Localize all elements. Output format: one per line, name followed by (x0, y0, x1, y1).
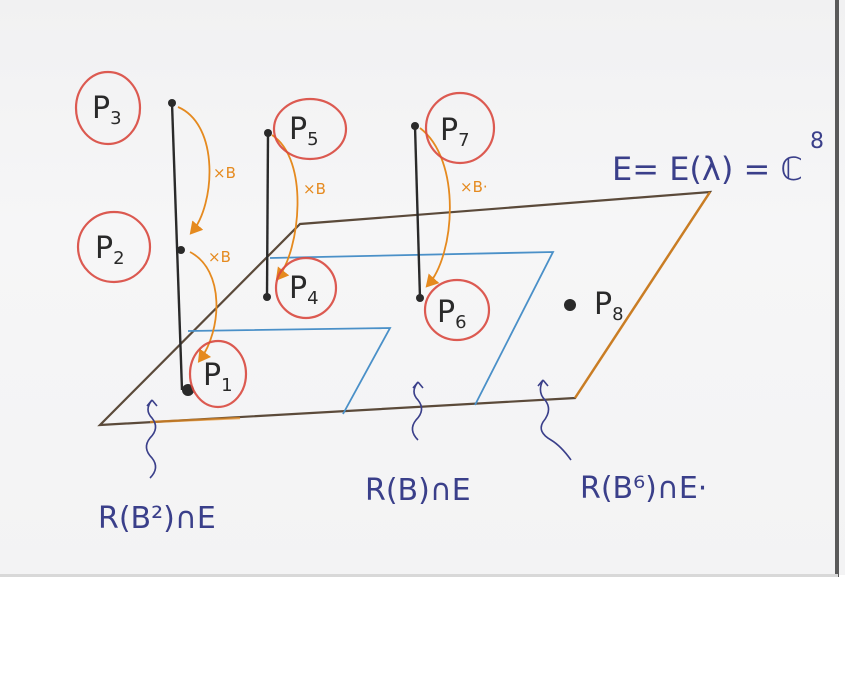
label-rb: R(B)∩E (365, 473, 471, 508)
p2-label: P2 (95, 231, 125, 269)
paper-edge (835, 0, 839, 577)
vertical-lines (170, 102, 422, 391)
paper-shadow (0, 574, 838, 577)
plane-rb (269, 251, 555, 406)
p5-label: P5 (289, 112, 319, 150)
p1-label: P1 (203, 358, 233, 396)
orange-arrows (177, 106, 451, 363)
label-circles (74, 70, 496, 409)
p8-label: P8 (594, 287, 624, 325)
vertical-line-2 (265, 132, 270, 298)
vertical-line-3 (413, 125, 422, 299)
p3-label: P3 (92, 91, 122, 129)
arrow-label-2: ×B (208, 248, 231, 266)
arrow-label-3: ×B (303, 180, 326, 198)
p6-label: P6 (437, 295, 467, 333)
arrow-label-4: ×B· (460, 178, 488, 196)
vertical-line-1 (170, 102, 184, 391)
plane-e (97, 190, 713, 427)
arrow-label-1: ×B (213, 164, 236, 182)
p4-label: P4 (289, 271, 319, 309)
point-dots (168, 99, 576, 396)
equation-text: E= E(λ) = ℂ (612, 150, 803, 188)
plane-rb2 (187, 327, 392, 415)
wavy-pointers (145, 379, 572, 479)
paper-sheet (0, 0, 845, 575)
label-rb2: R(B²)∩E (98, 501, 216, 536)
p7-label: P7 (440, 113, 470, 151)
label-rb6: R(B⁶)∩E· (580, 471, 707, 506)
equation-exponent: 8 (810, 129, 824, 154)
